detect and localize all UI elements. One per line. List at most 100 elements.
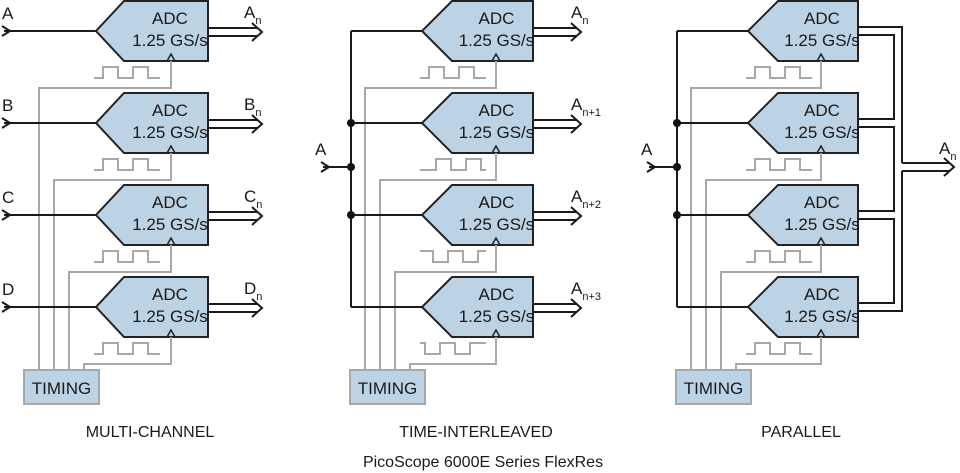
input-label: A <box>641 140 653 159</box>
timing-label: TIMING <box>684 379 744 398</box>
output-bus-line <box>858 126 895 212</box>
clock-waveform <box>746 250 812 263</box>
clock-waveform <box>420 158 486 171</box>
clock-route <box>38 61 172 370</box>
clock-input-icon <box>491 52 501 62</box>
timing-block: TIMING <box>349 369 426 405</box>
adc-rate-label: 1.25 GS/s <box>784 123 860 142</box>
adc-label: ADC <box>152 101 188 120</box>
diagram-title: PicoScope 6000E Series FlexRes <box>363 454 603 471</box>
caption-parallel: PARALLEL <box>761 424 841 441</box>
input-label: C <box>2 188 14 207</box>
clock-route <box>409 337 497 370</box>
adc-label: ADC <box>804 9 840 28</box>
output-label: An <box>244 3 261 27</box>
adc-block: ADC 1.25 GS/s <box>746 184 860 246</box>
timing-box <box>23 369 100 405</box>
output-bus-line <box>858 218 895 304</box>
clock-route <box>394 245 497 370</box>
adc-label: ADC <box>479 285 515 304</box>
clock-waveform <box>420 250 486 263</box>
output-arrow-icon <box>251 206 264 226</box>
adc-shape <box>746 276 859 338</box>
adc-shape <box>94 276 209 338</box>
output-arrow-icon <box>251 114 264 134</box>
clock-route <box>690 61 822 370</box>
output-bus-line <box>858 34 895 120</box>
clock-input-icon <box>166 144 176 154</box>
junction-dot <box>673 119 681 127</box>
clock-waveform <box>420 342 486 355</box>
clock-input-icon <box>166 236 176 246</box>
output-arrow-icon <box>570 298 583 318</box>
adc-label: ADC <box>152 285 188 304</box>
adc-shape <box>94 184 209 246</box>
adc-label: ADC <box>152 9 188 28</box>
clock-input-icon <box>166 52 176 62</box>
output-arrow-icon <box>570 22 583 42</box>
adc-rate-label: 1.25 GS/s <box>784 215 860 234</box>
output-arrow-icon <box>570 206 583 226</box>
clock-waveform <box>746 158 812 171</box>
output-label: An <box>939 139 956 163</box>
adc-rate-label: 1.25 GS/s <box>132 31 208 50</box>
clock-route <box>735 337 822 370</box>
junction-dot <box>347 119 355 127</box>
adc-rate-label: 1.25 GS/s <box>459 31 535 50</box>
output-label: An+2 <box>571 187 601 211</box>
timing-block: TIMING <box>23 369 100 405</box>
clock-waveform <box>94 66 160 79</box>
input-label: A <box>2 4 14 23</box>
adc-block: ADC 1.25 GS/s <box>420 92 535 154</box>
clock-waveform <box>746 342 812 355</box>
adc-block: ADC 1.25 GS/s <box>94 0 209 62</box>
adc-shape <box>746 184 859 246</box>
output-arrow-icon <box>251 22 264 42</box>
adc-block: ADC 1.25 GS/s <box>94 184 209 246</box>
clock-waveform <box>94 342 160 355</box>
clock-input-icon <box>491 328 501 338</box>
adc-label: ADC <box>479 193 515 212</box>
adc-label: ADC <box>804 193 840 212</box>
output-label: Cn <box>244 187 262 211</box>
adc-label: ADC <box>152 193 188 212</box>
clock-input-icon <box>491 144 501 154</box>
adc-rate-label: 1.25 GS/s <box>784 307 860 326</box>
clock-input-icon <box>816 328 826 338</box>
clock-input-icon <box>816 236 826 246</box>
clock-route <box>53 153 172 370</box>
clock-route <box>705 153 822 370</box>
clock-input-icon <box>166 328 176 338</box>
timing-box <box>675 369 752 405</box>
adc-shape <box>746 0 859 62</box>
output-bus-line <box>858 26 903 163</box>
adc-rate-label: 1.25 GS/s <box>459 215 535 234</box>
adc-label: ADC <box>479 101 515 120</box>
adc-rate-label: 1.25 GS/s <box>132 215 208 234</box>
clock-waveform <box>746 66 812 79</box>
adc-label: ADC <box>479 9 515 28</box>
adc-rate-label: 1.25 GS/s <box>459 123 535 142</box>
clock-route <box>379 153 497 370</box>
output-label: An+1 <box>571 95 601 119</box>
timing-block: TIMING <box>675 369 752 405</box>
adc-shape <box>746 92 859 154</box>
input-label: D <box>2 280 14 299</box>
timing-label: TIMING <box>32 379 92 398</box>
adc-rate-label: 1.25 GS/s <box>132 307 208 326</box>
clock-route <box>68 245 172 370</box>
clock-waveform <box>420 66 486 79</box>
clock-route <box>364 61 497 370</box>
clock-input-icon <box>491 236 501 246</box>
output-arrow-icon <box>943 157 956 177</box>
output-bus-line <box>858 171 903 312</box>
output-arrow-icon <box>570 114 583 134</box>
junction-dot <box>673 211 681 219</box>
caption-multi-channel: MULTI-CHANNEL <box>86 424 215 441</box>
